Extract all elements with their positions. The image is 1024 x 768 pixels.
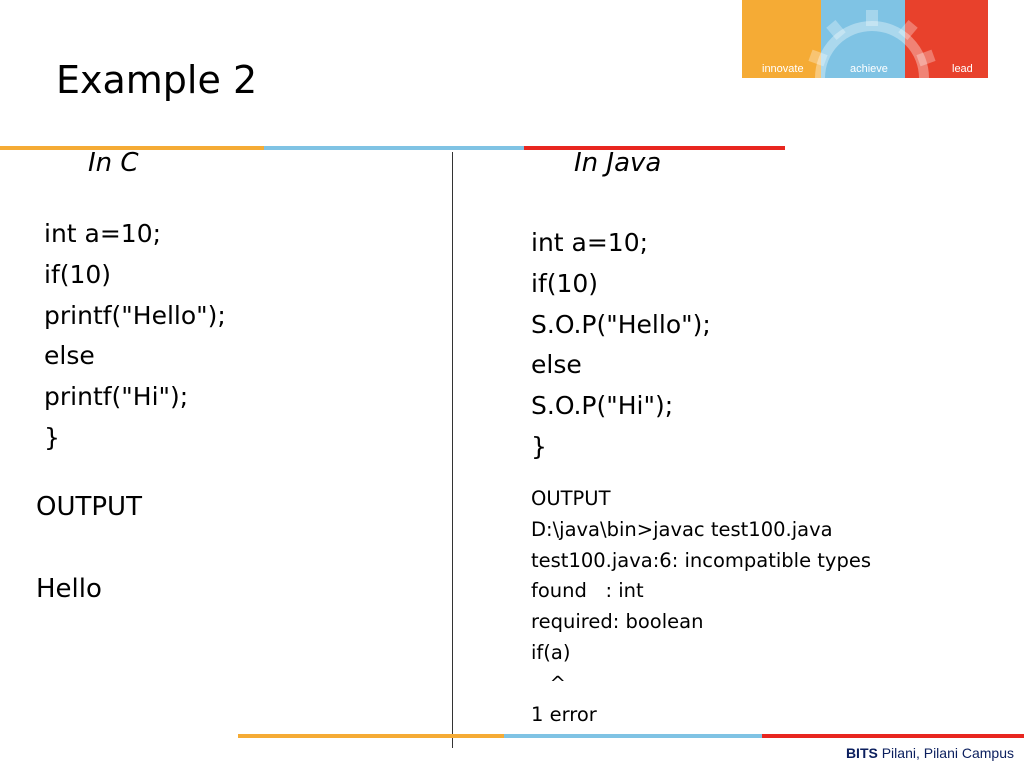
logo-block-achieve <box>821 0 905 78</box>
top-stripe-red <box>524 146 785 150</box>
footer-campus: BITS Pilani, Pilani Campus <box>846 744 1014 762</box>
heading-in-c: In C <box>88 148 139 178</box>
java-code-line: S.O.P("Hi"); <box>531 391 674 421</box>
java-output-line: 1 error <box>531 702 597 726</box>
c-code-line: printf("Hello"); <box>44 300 226 330</box>
c-code-line: printf("Hi"); <box>44 382 189 412</box>
java-code-line: } <box>531 431 547 461</box>
heading-in-java: In Java <box>574 148 662 178</box>
java-output-line: ^ <box>531 671 566 695</box>
java-code-line: int a=10; <box>531 228 649 257</box>
bottom-stripe-blue <box>504 734 762 738</box>
java-output-line: if(a) <box>531 640 571 664</box>
logo-block-lead <box>905 0 988 78</box>
logo-word-achieve: achieve <box>850 63 888 75</box>
c-code-line: int a=10; <box>44 219 162 248</box>
c-code-line: else <box>44 341 95 371</box>
c-code-line: if(10) <box>44 259 112 289</box>
logo-word-innovate: innovate <box>762 63 804 75</box>
java-code-block: int a=10; if(10) S.O.P("Hello"); else S.… <box>531 223 711 468</box>
logo-word-lead: lead <box>952 63 973 75</box>
java-code-line: else <box>531 350 582 380</box>
java-output-line: D:\java\bin>javac test100.java <box>531 517 833 541</box>
java-code-line: S.O.P("Hello"); <box>531 309 711 339</box>
c-code-line: } <box>44 422 60 452</box>
bottom-stripe-red <box>762 734 1024 738</box>
c-code-block: int a=10; if(10) printf("Hello"); else p… <box>44 214 226 459</box>
c-output-label: OUTPUT <box>36 492 142 522</box>
java-compiler-output: OUTPUT D:\java\bin>javac test100.java te… <box>531 484 871 730</box>
bottom-stripe-orange <box>238 734 504 738</box>
column-divider <box>452 152 453 748</box>
top-stripe-orange <box>0 146 264 150</box>
top-stripe-blue <box>264 146 524 150</box>
footer-brand: BITS <box>845 745 878 761</box>
java-output-line: OUTPUT <box>531 487 611 510</box>
slide-title: Example 2 <box>56 58 258 102</box>
java-output-line: required: boolean <box>531 610 704 634</box>
footer-text: Pilani, Pilani Campus <box>877 745 1014 761</box>
bits-logo: innovate achieve lead <box>742 0 988 78</box>
c-output-value: Hello <box>36 574 102 604</box>
java-output-line: found : int <box>531 579 644 603</box>
java-code-line: if(10) <box>531 268 599 298</box>
logo-block-innovate <box>742 0 821 78</box>
java-output-line: test100.java:6: incompatible types <box>531 548 871 572</box>
